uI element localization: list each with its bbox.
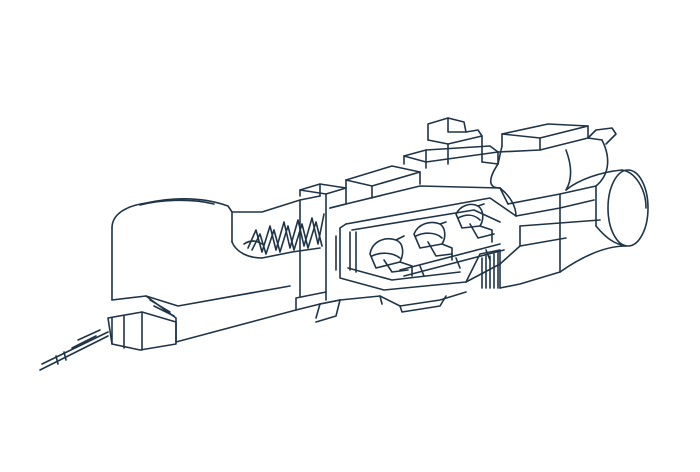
engine-nozzle	[107, 299, 177, 351]
central-block	[295, 183, 347, 319]
rear-hull	[111, 198, 341, 343]
coil-section	[231, 195, 325, 259]
upper-deck	[345, 117, 617, 199]
bay-vehicle-3	[455, 203, 495, 243]
engine-pod	[559, 169, 649, 273]
bay-vehicle-1	[369, 235, 413, 277]
antenna	[39, 329, 109, 371]
lower-vents	[465, 249, 561, 289]
forward-hull	[481, 139, 609, 273]
keel	[315, 291, 467, 323]
bay-vehicle-2	[413, 221, 453, 261]
